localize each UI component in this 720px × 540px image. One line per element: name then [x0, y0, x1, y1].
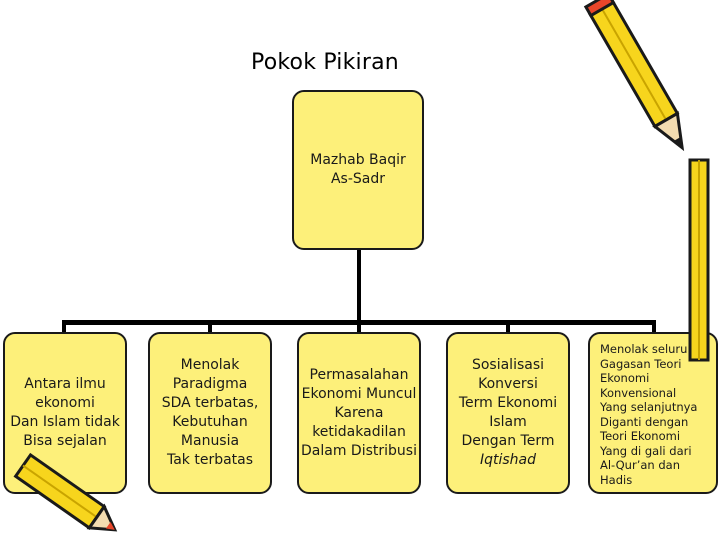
child-node-5: Menolak seluruh Gagasan Teori Ekonomi Ko… [588, 332, 718, 494]
child-line: Bisa sejalan [23, 433, 107, 449]
child-line: Dan Islam tidak [10, 414, 120, 430]
child-line: Manusia [180, 433, 240, 449]
child-line: Paradigma [172, 376, 248, 392]
root-line: Mazhab Baqir [310, 152, 406, 168]
child-connector-3 [357, 320, 361, 333]
child-line: SDA terbatas, [161, 395, 259, 411]
child-node-1: Antara ilmu ekonomi Dan Islam tidak Bisa… [3, 332, 127, 494]
root-line: As-Sadr [330, 171, 385, 187]
child-line: Menolak [180, 357, 240, 373]
child-line: Konvensional [600, 385, 677, 400]
child-node-2: Menolak Paradigma SDA terbatas, Kebutuha… [148, 332, 272, 494]
child-line: Ekonomi Muncul [301, 385, 417, 402]
child-line: Kebutuhan [172, 414, 248, 430]
child-line: Yang selanjutnya [600, 400, 698, 414]
child-line: ketidakadilan [312, 423, 406, 440]
root-node: Mazhab Baqir As-Sadr [292, 90, 424, 250]
child-line: Tak terbatas [166, 452, 254, 468]
diagram-title: Pokok Pikiran [251, 50, 399, 75]
child-node-3: Permasalahan Ekonomi Muncul Karena ketid… [297, 332, 421, 494]
child-line-italic: Iqtishad [479, 452, 537, 468]
child-line: Karena [334, 404, 384, 421]
pencil-icon [583, 0, 685, 152]
root-connector [357, 250, 361, 322]
child-node-4: Sosialisasi Konversi Term Ekonomi Islam … [446, 332, 570, 494]
child-line: Islam [489, 414, 527, 430]
child-line: Diganti dengan [600, 414, 689, 429]
child-connector-4 [506, 320, 510, 333]
child-line: Al-Qur’an dan [600, 458, 680, 472]
pencil-icon [688, 158, 710, 362]
child-line: Hadis [600, 472, 633, 487]
child-line: Permasalahan [309, 366, 409, 383]
child-line: Teori Ekonomi [600, 429, 681, 443]
child-connector-5 [652, 320, 656, 333]
child-line: Ekonomi [600, 371, 650, 385]
child-line: ekonomi [35, 395, 95, 411]
child-line: Menolak seluruh [600, 342, 695, 356]
child-connector-2 [208, 320, 212, 333]
child-line: Konversi [478, 376, 538, 392]
child-line: Dalam Distribusi [301, 442, 417, 459]
child-line: Gagasan Teori [600, 356, 682, 371]
pencil-icon [13, 452, 118, 532]
child-line: Antara ilmu [24, 376, 106, 392]
child-connector-1 [62, 320, 66, 333]
child-line: Yang di gali dari [600, 443, 692, 458]
child-line: Dengan Term [461, 433, 555, 449]
child-line: Term Ekonomi [458, 395, 558, 411]
child-line: Sosialisasi [471, 357, 545, 373]
